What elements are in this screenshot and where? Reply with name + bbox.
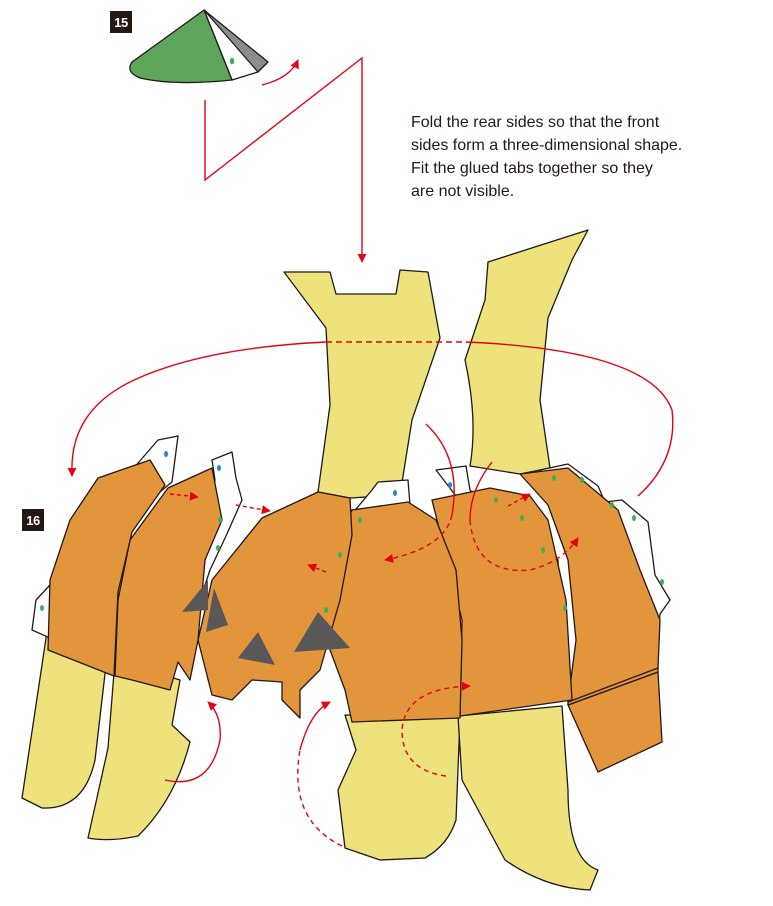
yellow-flap-4 [458,706,598,890]
fold-arrow-icon [205,58,362,262]
glue-dot-icon [164,451,168,457]
glue-dot-icon [580,477,584,483]
fold-arrow-icon [298,750,342,846]
glue-dot-icon [632,515,636,521]
glue-dot-icon [358,517,362,523]
glue-dot-icon [448,482,452,488]
glue-dot-icon [552,475,556,481]
step-15-badge: 15 [110,11,132,33]
glue-dot-icon [494,497,498,503]
instruction-text: Fold the rear sides so that the front si… [411,111,771,203]
step16-pumpkin [22,230,670,890]
glue-dot-icon [563,605,567,611]
yellow-flap-3 [338,715,460,860]
glue-dot-icon [230,58,234,65]
fold-arrow-icon [300,702,330,750]
instruction-line: are not visible. [411,180,771,203]
step-16-badge: 16 [22,509,44,531]
fold-arrow-icon [72,342,326,472]
yellow-top-left [284,270,440,498]
rotate-arrow-icon [262,60,298,85]
glue-dot-icon [216,545,220,551]
instruction-line: Fold the rear sides so that the front [411,111,771,134]
glue-tab [32,585,50,638]
instruction-line: Fit the glued tabs together so they [411,157,771,180]
glue-dot-icon [338,552,342,558]
glue-dot-icon [541,547,545,553]
instruction-line: sides form a three-dimensional shape. [411,134,771,157]
step15-cone [130,10,268,83]
glue-dot-icon [520,515,524,521]
glue-dot-icon [393,490,397,496]
glue-dot-icon [40,605,44,611]
glue-dot-icon [217,465,221,471]
glue-dot-icon [660,579,664,585]
fold-arrow-icon [236,505,270,511]
yellow-top-right [465,230,588,474]
glue-dot-icon [218,517,222,523]
glue-dot-icon [610,502,614,508]
glue-dot-icon [324,607,328,613]
